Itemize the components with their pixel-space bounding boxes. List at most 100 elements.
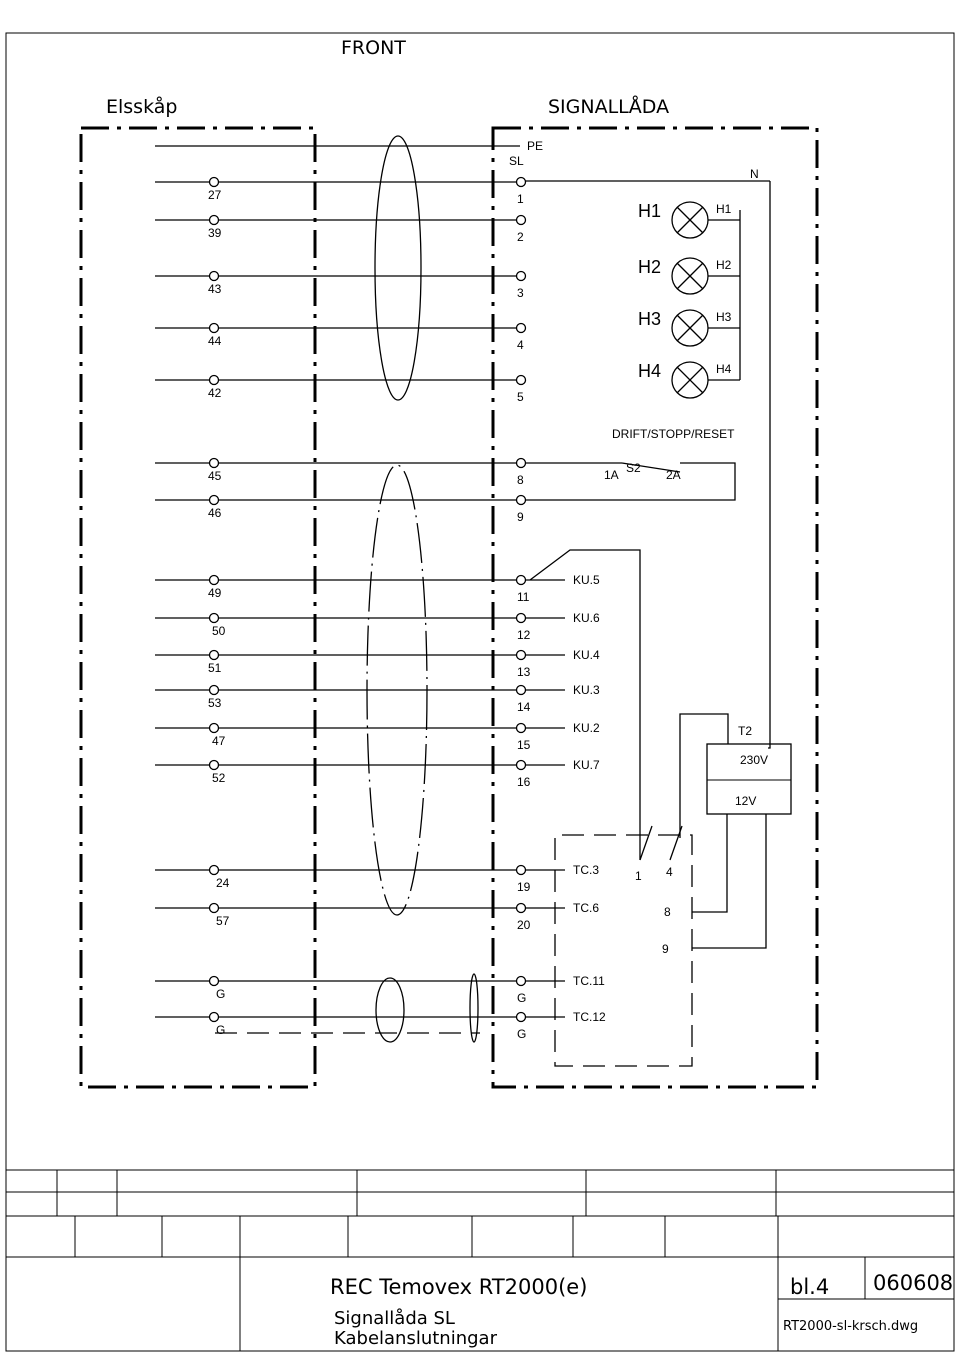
- left-terminal-circle: [208, 759, 220, 771]
- right-terminal-circle: [515, 759, 527, 771]
- left-terminal-number: 43: [208, 282, 222, 296]
- right-terminal-number: 20: [517, 918, 531, 932]
- relay-pin-8: 8: [664, 905, 671, 919]
- lamp-tag: H3: [716, 310, 732, 324]
- connection-text: KU.7: [573, 758, 600, 772]
- lamp: H2 H2: [638, 257, 740, 295]
- relay-wire-9: [692, 814, 767, 949]
- connection-label: TC.12: [525, 1010, 606, 1024]
- subtitle-line1: Signallåda SL: [334, 1308, 455, 1329]
- connection-text: KU.3: [573, 683, 600, 697]
- connection-text: TC.3: [573, 863, 599, 877]
- right-terminal-number: 15: [517, 738, 531, 752]
- pe-label: PE: [527, 139, 543, 153]
- lamp-label: H4: [638, 361, 661, 381]
- front-heading: FRONT: [341, 37, 406, 59]
- left-terminal-number: 44: [208, 334, 222, 348]
- right-terminal-number: 14: [517, 700, 531, 714]
- left-terminal-number: 42: [208, 386, 222, 400]
- wire-row: 27 1: [155, 176, 527, 206]
- subtitle-line2: Kabelanslutningar: [334, 1328, 498, 1349]
- connection-text: KU.4: [573, 648, 600, 662]
- right-terminal-circle: [515, 574, 527, 586]
- left-terminal-circle: [208, 649, 220, 661]
- left-terminal-number: 51: [208, 661, 222, 675]
- left-terminal-circle: [208, 270, 220, 282]
- relay-wire-8: [692, 814, 728, 913]
- drawing-file: RT2000-sl-krsch.dwg: [783, 1319, 918, 1334]
- sheet-number: bl.4: [790, 1275, 829, 1299]
- switch-name: S2: [626, 461, 641, 475]
- left-terminal-circle: [208, 494, 220, 506]
- connection-text: TC.6: [573, 901, 599, 915]
- right-terminal-circle: [515, 902, 527, 914]
- right-terminal-circle: [515, 864, 527, 876]
- right-terminal-circle: [515, 649, 527, 661]
- left-terminal-number: G: [216, 987, 225, 1001]
- cable-bundle-shield: [375, 977, 405, 1043]
- relay-pin-9: 9: [662, 942, 669, 956]
- cable-bundle-shield-end: [469, 973, 479, 1043]
- n-label: N: [750, 167, 759, 181]
- left-terminal-circle: [208, 864, 220, 876]
- right-terminal-circle: [515, 1011, 527, 1023]
- right-terminal-circle: [515, 214, 527, 226]
- elsskap-heading: Elsskåp: [106, 95, 177, 118]
- connection-text: KU.2: [573, 721, 600, 735]
- left-terminal-circle: [208, 902, 220, 914]
- lamp-label: H2: [638, 257, 661, 277]
- switch-terminal-left: 1A: [604, 468, 619, 482]
- wire-row: 53 14: [155, 684, 531, 714]
- right-terminal-number: 1: [517, 192, 524, 206]
- left-terminal-circle: [208, 322, 220, 334]
- relay-pin-1: 1: [635, 869, 642, 883]
- switch-contact: [621, 462, 681, 473]
- right-terminal-number: 12: [517, 628, 531, 642]
- relay-pin-4: 4: [666, 865, 673, 879]
- left-terminal-number: 53: [208, 696, 222, 710]
- left-terminal-number: G: [216, 1023, 225, 1037]
- wire-row: 51 13: [155, 649, 531, 679]
- left-terminal-circle: [208, 975, 220, 987]
- lamp-cross: [676, 366, 704, 394]
- lamp-tag: H2: [716, 258, 732, 272]
- left-terminal-circle: [208, 176, 220, 188]
- right-terminal-circle: [515, 612, 527, 624]
- left-terminal-number: 24: [216, 876, 230, 890]
- n-bus: [768, 181, 771, 749]
- connection-text: KU.6: [573, 611, 600, 625]
- connection-label: KU.3: [525, 683, 600, 697]
- v230-label: 230V: [740, 753, 768, 767]
- elsskap-boundary: [79, 126, 317, 1089]
- connection-label: KU.2: [525, 721, 600, 735]
- switch-caption: DRIFT/STOPP/RESET: [612, 427, 735, 441]
- right-terminal-number: 16: [517, 775, 531, 789]
- right-terminal-circle: [515, 722, 527, 734]
- sheet-border: [5, 32, 955, 1352]
- right-terminal-number: 13: [517, 665, 531, 679]
- tc-relay-box: [554, 834, 693, 1067]
- right-terminal-number: G: [517, 991, 526, 1005]
- left-terminal-number: 46: [208, 506, 222, 520]
- right-terminal-number: 2: [517, 230, 524, 244]
- connection-label: TC.3: [525, 863, 599, 877]
- right-terminal-number: 4: [517, 338, 524, 352]
- right-terminal-circle: [515, 684, 527, 696]
- v12-label: 12V: [735, 794, 756, 808]
- left-terminal-number: 45: [208, 469, 222, 483]
- relay-contact-1: [639, 825, 653, 861]
- signallada-heading: SIGNALLÅDA: [548, 95, 669, 118]
- cable-bundle-lower: [366, 464, 428, 916]
- right-terminal-circle: [515, 270, 527, 282]
- left-terminal-number: 27: [208, 188, 222, 202]
- left-terminal-number: 57: [216, 914, 230, 928]
- left-terminal-circle: [208, 214, 220, 226]
